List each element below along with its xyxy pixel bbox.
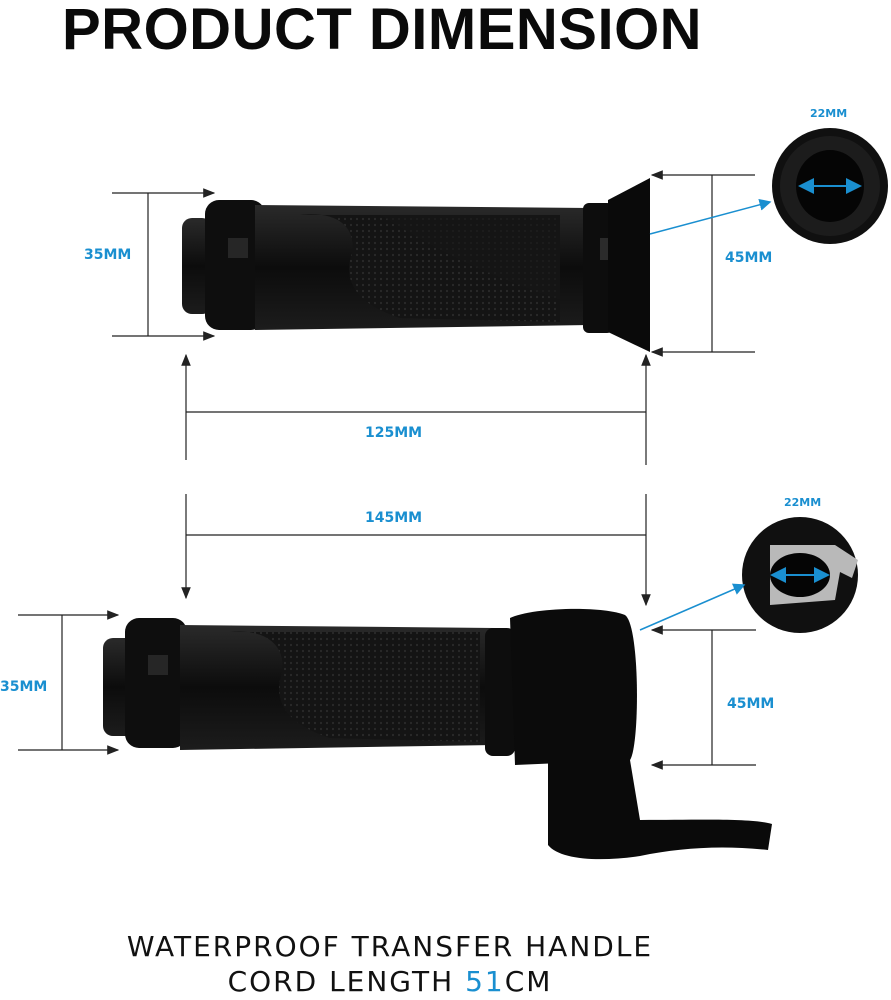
bottom-height-left-dimension (18, 610, 120, 755)
top-length-dimension (181, 353, 651, 465)
top-end-view-inset (649, 128, 888, 244)
bottom-length-label: 145MM (365, 510, 423, 526)
top-length-label: 125MM (365, 425, 423, 441)
caption-prefix: CORD LENGTH (227, 965, 466, 998)
page-title: PRODUCT DIMENSION (62, 0, 703, 62)
bottom-height-right-dimension (650, 625, 756, 770)
cord-length-unit: CM (504, 965, 553, 998)
bottom-end-view-inset (639, 517, 858, 633)
top-height-left-dimension (112, 188, 216, 341)
cord-length-value: 51 (465, 965, 505, 998)
caption-line-1: WATERPROOF TRANSFER HANDLE (126, 930, 654, 963)
top-height-right-dimension (650, 170, 755, 357)
bottom-height-right-label: 45MM (727, 696, 775, 712)
top-grip-image (182, 178, 650, 352)
top-height-left-label: 35MM (84, 247, 132, 263)
bottom-inner-diameter-label: 22MM (784, 496, 822, 509)
bottom-grip-image (103, 608, 772, 860)
top-inner-diameter-label: 22MM (810, 107, 848, 120)
bottom-length-dimension (181, 494, 651, 607)
bottom-height-left-label: 35MM (0, 679, 48, 695)
top-height-right-label: 45MM (725, 250, 773, 266)
caption-line-2: CORD LENGTH 51CM (0, 965, 780, 998)
